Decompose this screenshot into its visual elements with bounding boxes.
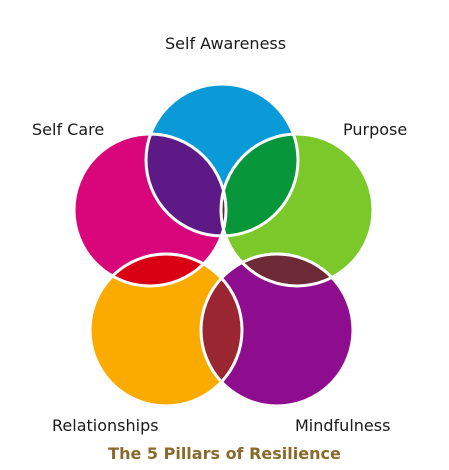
circle-mindfulness bbox=[201, 254, 353, 406]
label-purpose: Purpose bbox=[343, 120, 408, 139]
label-self-care: Self Care bbox=[32, 120, 105, 139]
label-mindfulness: Mindfulness bbox=[295, 416, 391, 435]
diagram-caption: The 5 Pillars of Resilience bbox=[108, 444, 341, 463]
label-relationships: Relationships bbox=[52, 416, 159, 435]
circle-relationships bbox=[90, 254, 242, 406]
circle-outlines bbox=[72, 82, 375, 408]
label-self-awareness: Self Awareness bbox=[165, 34, 287, 53]
